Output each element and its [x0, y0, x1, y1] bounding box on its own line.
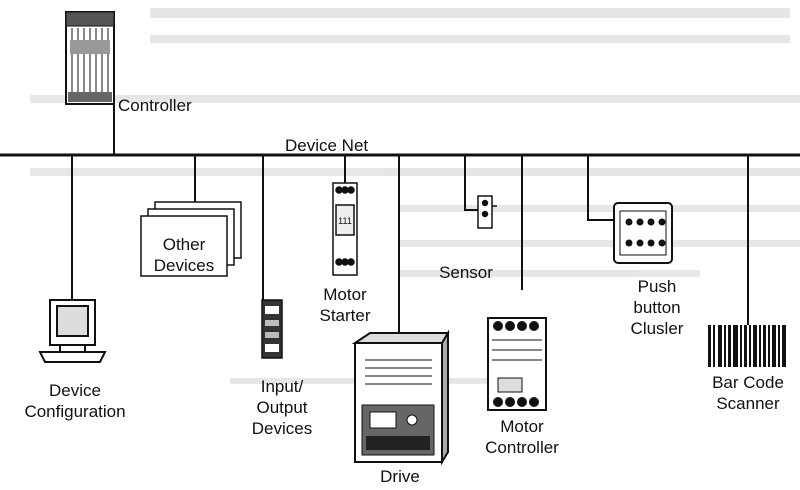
drive-icon [355, 333, 448, 462]
motor-controller-icon [488, 318, 546, 410]
device-configuration-label: Device Configuration [10, 380, 140, 422]
svg-text:111: 111 [338, 216, 352, 226]
io-devices-label: Input/ Output Devices [232, 376, 332, 439]
device-configuration-label-line1: Device [10, 380, 140, 401]
motor-starter-label: Motor Starter [305, 284, 385, 326]
bar-code-scanner-label-line1: Bar Code [698, 372, 798, 393]
push-button-cluster-label-line1: Push [612, 276, 702, 297]
io-device-icon [262, 300, 282, 358]
drive-label: Drive [360, 466, 440, 487]
motor-controller-label-line2: Controller [472, 437, 572, 458]
motor-starter-label-line1: Motor [305, 284, 385, 305]
io-devices-label-line2: Output [232, 397, 332, 418]
bus-label: Device Net [285, 135, 368, 156]
motor-controller-label: Motor Controller [472, 416, 572, 458]
push-button-cluster-label: Push button Clusler [612, 276, 702, 339]
computer-icon [40, 300, 105, 362]
motor-starter-label-line2: Starter [305, 305, 385, 326]
io-devices-label-line3: Devices [232, 418, 332, 439]
bar-code-scanner-label-line2: Scanner [698, 393, 798, 414]
push-button-cluster-label-line3: Clusler [612, 318, 702, 339]
controller-label: Controller [118, 95, 192, 116]
motor-controller-label-line1: Motor [472, 416, 572, 437]
device-configuration-label-line2: Configuration [10, 401, 140, 422]
motor-starter-icon: 111 [333, 183, 357, 275]
bar-code-scanner-label: Bar Code Scanner [698, 372, 798, 414]
sensor-label: Sensor [426, 262, 506, 283]
push-button-cluster-icon [614, 203, 672, 263]
controller-icon [66, 12, 114, 104]
push-button-cluster-label-line2: button [612, 297, 702, 318]
io-devices-label-line1: Input/ [232, 376, 332, 397]
barcode-scanner-icon [708, 325, 786, 367]
other-devices-label-line2: Devices [141, 255, 227, 276]
other-devices-label-line1: Other [141, 234, 227, 255]
other-devices-label: Other Devices [141, 234, 227, 276]
